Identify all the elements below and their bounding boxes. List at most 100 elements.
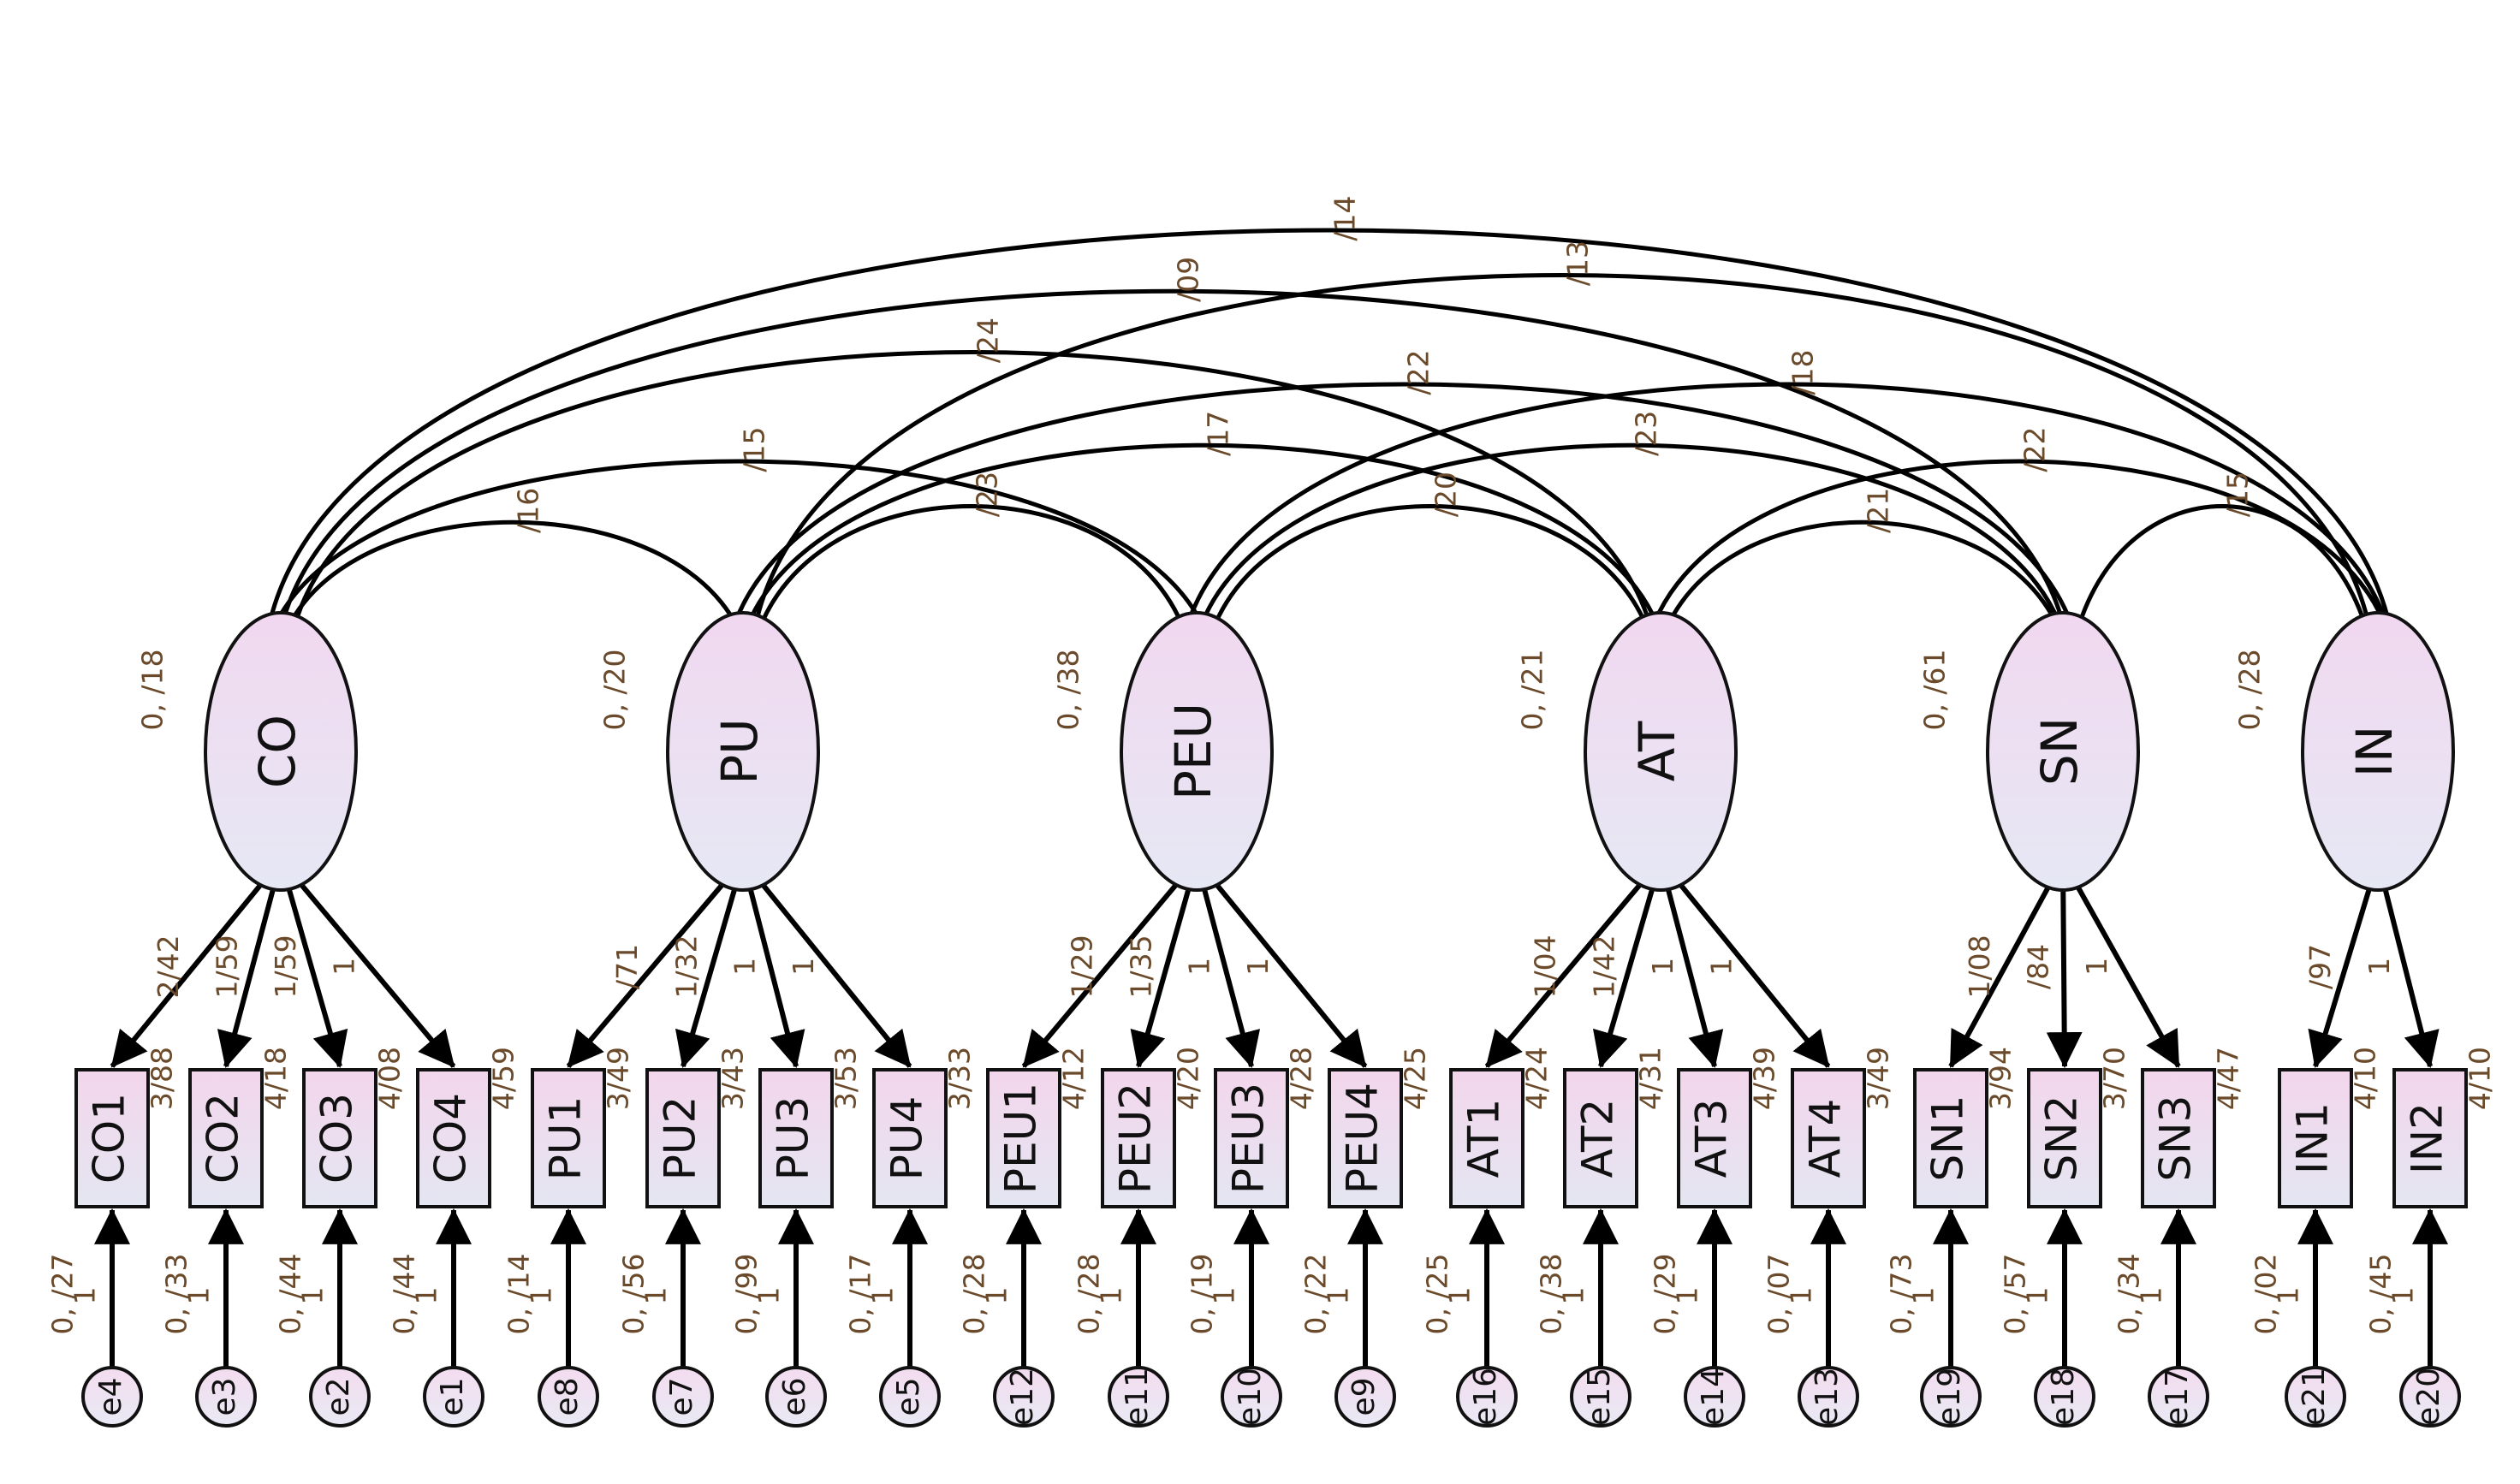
covariance-peu-sn [1180, 442, 2082, 666]
covariance-label: /17 [1202, 411, 1235, 456]
observed-label: PU1 [541, 1096, 591, 1181]
observed-peu4 [1328, 1068, 1403, 1208]
loading-path-sn2 [2046, 884, 2083, 1069]
loading-path-pu2 [675, 884, 739, 1069]
loading-path-at1 [1484, 883, 1642, 1068]
error-path-weight: 1 [2272, 1287, 2305, 1305]
error-path-weight: 1 [1671, 1287, 1704, 1305]
error-variance: 0, /28 [1073, 1253, 1106, 1334]
error-path-weight: 1 [1322, 1287, 1355, 1305]
intercept-label: 4/08 [373, 1047, 407, 1110]
error-path-weight: 1 [980, 1287, 1013, 1305]
loading-path-at4 [1679, 883, 1831, 1068]
loading-path-in2 [2381, 884, 2440, 1069]
latent-label: AT [1628, 721, 1686, 781]
latent-label: PEU [1164, 703, 1222, 800]
intercept-label: 3/33 [943, 1047, 977, 1110]
error-label: e3 [207, 1377, 242, 1416]
covariance-label: /14 [1328, 195, 1362, 240]
loading-path-sn3 [2074, 883, 2181, 1068]
error-e13 [1798, 1366, 1859, 1428]
intercept-label: 4/47 [2212, 1047, 2245, 1110]
error-path-weight: 1 [1208, 1287, 1241, 1305]
covariance-pu-at [726, 442, 1679, 666]
error-variance: 0, /44 [274, 1253, 307, 1334]
intercept-label: 3/49 [602, 1047, 635, 1110]
error-e2 [309, 1366, 371, 1428]
error-variance: 0, /27 [46, 1253, 80, 1334]
observed-pu3 [758, 1068, 834, 1208]
error-variance: 0, /29 [1649, 1253, 1682, 1334]
observed-co3 [302, 1068, 377, 1208]
intercept-label: 3/88 [146, 1047, 179, 1110]
error-label: e13 [1810, 1368, 1845, 1426]
observed-label: IN2 [2403, 1102, 2452, 1174]
loading-path-co2 [217, 884, 277, 1069]
error-label: e1 [435, 1377, 470, 1416]
error-variance: 0, /28 [958, 1253, 991, 1334]
loading-label: 1/59 [269, 935, 302, 998]
error-label: e12 [1005, 1368, 1040, 1426]
observed-label: AT2 [1573, 1099, 1623, 1178]
error-variance: 0, /02 [2250, 1253, 2283, 1334]
covariance-label: /15 [2221, 472, 2255, 517]
loading-label: 1/59 [210, 935, 243, 998]
error-e9 [1334, 1366, 1396, 1428]
observed-label: AT4 [1801, 1099, 1851, 1178]
error-label: e15 [1582, 1368, 1617, 1426]
error-label: e20 [2411, 1368, 2446, 1426]
error-e19 [1920, 1366, 1982, 1428]
observed-sn3 [2141, 1068, 2216, 1208]
error-e7 [652, 1366, 714, 1428]
intercept-label: 3/94 [1984, 1047, 2018, 1110]
error-label: e11 [1120, 1368, 1155, 1426]
loading-label: 1 [2080, 958, 2113, 976]
observed-label: SN3 [2151, 1095, 2201, 1182]
covariance-pu-peu [740, 504, 1204, 666]
error-e5 [879, 1366, 941, 1428]
error-path-weight: 1 [752, 1287, 786, 1305]
covariance-label: /23 [1630, 411, 1663, 456]
error-e4 [81, 1366, 143, 1428]
error-path-weight: 1 [525, 1287, 558, 1305]
latent-label: SN [2030, 717, 2089, 786]
loading-path-peu3 [1200, 884, 1261, 1069]
intercept-label: 4/25 [1399, 1047, 1432, 1110]
intercept-label: 3/53 [829, 1047, 863, 1110]
covariance-co-sn [262, 288, 2083, 666]
covariance-label: /22 [2018, 426, 2052, 472]
observed-label: SN2 [2037, 1095, 2087, 1182]
loading-path-peu2 [1130, 884, 1192, 1069]
error-path-weight: 1 [2135, 1287, 2168, 1305]
latent-variance: 0, /28 [2233, 649, 2267, 730]
covariance-label: /09 [1172, 257, 1205, 302]
observed-label: CO4 [426, 1093, 476, 1184]
error-variance: 0, /34 [2113, 1253, 2146, 1334]
covariance-peu-at [1193, 504, 1667, 666]
loading-path-in1 [2308, 884, 2374, 1069]
observed-in1 [2278, 1068, 2353, 1208]
error-e10 [1221, 1366, 1282, 1428]
covariance-co-peu [252, 459, 1226, 666]
loading-label: 1/32 [669, 935, 703, 998]
observed-label: CO2 [199, 1093, 248, 1184]
loading-label: 1 [728, 958, 761, 976]
error-path-weight: 1 [2386, 1287, 2420, 1305]
error-e14 [1684, 1366, 1745, 1428]
observed-peu1 [986, 1068, 1061, 1208]
error-e6 [765, 1366, 827, 1428]
latent-pu [666, 611, 820, 892]
intercept-label: 4/28 [1285, 1047, 1318, 1110]
observed-co4 [416, 1068, 491, 1208]
loading-path-pu1 [566, 883, 724, 1068]
loading-path-pu3 [746, 884, 805, 1069]
error-label: e6 [777, 1377, 812, 1416]
error-path-weight: 1 [1557, 1287, 1590, 1305]
covariance-label: /20 [1429, 472, 1463, 517]
error-variance: 0, /07 [1762, 1253, 1796, 1334]
error-variance: 0, /14 [502, 1253, 536, 1334]
label-layer: /14/09/24/15/16/13/22/17/23/18/23/20/22/… [46, 195, 2497, 1426]
loading-label: 1 [1241, 958, 1275, 976]
loading-path-peu4 [1215, 883, 1368, 1068]
latent-in [2301, 611, 2455, 892]
